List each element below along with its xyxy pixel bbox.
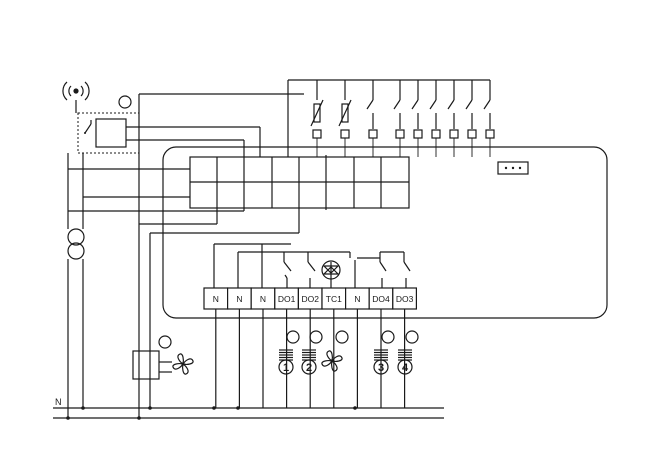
output-relay xyxy=(311,80,323,157)
terminal-do3-8: DO3 xyxy=(393,288,417,408)
output-relay xyxy=(367,80,377,157)
load-number: 1 xyxy=(283,362,289,374)
wireless-module xyxy=(96,119,126,147)
output-relay xyxy=(484,80,494,157)
neutral-label: N xyxy=(55,397,62,407)
terminal-label: N xyxy=(260,294,266,304)
lamp-load-2: 2 xyxy=(302,331,322,374)
terminal-label: N xyxy=(213,294,219,304)
top-relay-row xyxy=(288,80,494,157)
output-relay xyxy=(339,80,351,157)
terminal-tc1-5: TC1 xyxy=(322,288,346,408)
indicator-circle xyxy=(119,96,131,108)
lower-terminal-row: N N N DO1 DO2 TC1 N DO4 DO3 xyxy=(204,288,416,408)
output-relay xyxy=(412,80,422,157)
output-relay xyxy=(430,80,440,157)
upper-terminal-block xyxy=(190,155,409,210)
transformer-icon xyxy=(68,229,84,259)
terminal-label: DO2 xyxy=(301,294,319,304)
terminal-n-6: N xyxy=(346,288,370,408)
terminal-label: DO4 xyxy=(372,294,390,304)
terminal-do2-4: DO2 xyxy=(298,288,322,408)
fan-icon xyxy=(322,351,342,371)
load-number: 2 xyxy=(306,362,312,374)
terminal-do1-3: DO1 xyxy=(275,288,299,408)
load-number: 3 xyxy=(378,362,384,374)
fan-icon xyxy=(173,354,193,374)
terminal-label: N xyxy=(354,294,360,304)
terminal-n-2: N xyxy=(251,288,275,408)
loads-area: 1 2 3 4 xyxy=(279,331,418,374)
output-relay xyxy=(466,80,476,157)
fan-relay-box xyxy=(133,351,159,379)
indicator-circle xyxy=(336,331,348,343)
three-pin-connector-icon xyxy=(498,162,528,174)
terminal-label: DO1 xyxy=(278,294,296,304)
neutral-bus: N xyxy=(53,397,444,420)
terminal-n-1: N xyxy=(228,288,252,408)
indicator-circle xyxy=(159,336,171,348)
terminal-label: N xyxy=(236,294,242,304)
load-number: 4 xyxy=(402,362,409,374)
lamp-icon xyxy=(302,350,316,360)
lamp-load-1: 1 xyxy=(279,331,299,374)
terminal-do4-7: DO4 xyxy=(369,288,393,408)
terminal-label: TC1 xyxy=(326,294,342,304)
output-relay xyxy=(448,80,458,157)
terminal-n-0: N xyxy=(204,288,228,408)
lamp-load-4: 4 xyxy=(398,331,418,374)
wireless-antenna-icon xyxy=(63,82,89,100)
terminal-label: DO3 xyxy=(396,294,414,304)
output-relay xyxy=(394,80,404,157)
lamp-load-3: 3 xyxy=(374,331,394,374)
